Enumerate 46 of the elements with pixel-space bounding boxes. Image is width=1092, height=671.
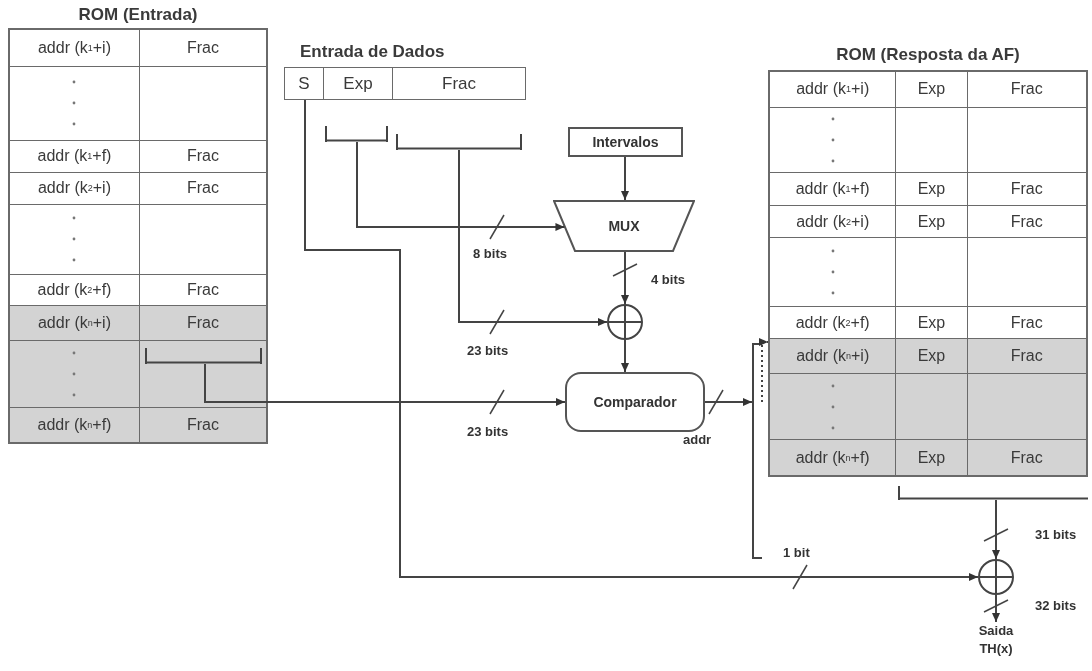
- adder-circle: [607, 304, 643, 340]
- edge-label: 1 bit: [782, 545, 811, 560]
- table-cell: Frac: [139, 306, 266, 341]
- interval-box: Intervalos: [568, 127, 683, 157]
- arrow: [356, 141, 566, 231]
- table-cell: Frac: [139, 408, 266, 442]
- arrow: [621, 339, 629, 373]
- edge-label: 32 bits: [1034, 598, 1078, 613]
- format-title: Entrada de Dados: [299, 41, 446, 63]
- edge-label: 23 bits: [466, 343, 510, 358]
- table-cell: Exp: [896, 306, 968, 340]
- bracket-bar: [898, 486, 1088, 500]
- bracket-bar: [396, 134, 522, 150]
- bit-field: Frac: [392, 67, 526, 100]
- arrow: [992, 594, 1000, 623]
- comparator-block: Comparador: [565, 372, 705, 432]
- bit-field: S: [284, 67, 324, 100]
- arrow: [458, 149, 608, 326]
- arrow: [204, 363, 566, 406]
- edge-label: addr: [682, 432, 713, 447]
- arrow: [704, 398, 753, 406]
- bracket-bar: [145, 348, 262, 364]
- bit-field: Exp: [323, 67, 393, 100]
- table-cell: Exp: [896, 72, 968, 108]
- table-cell: Frac: [967, 440, 1086, 475]
- arrow: [621, 251, 629, 305]
- arrow: [992, 499, 1000, 560]
- edge-label: 23 bits: [466, 424, 510, 439]
- multiplexer-block: MUX: [553, 200, 695, 252]
- edge-label: 31 bits: [1034, 527, 1078, 542]
- arrow: [759, 338, 769, 403]
- adder-circle: [978, 559, 1014, 595]
- table-title: ROM (Entrada): [77, 4, 199, 26]
- arrow: [304, 99, 979, 581]
- arrow: [621, 156, 629, 201]
- table-cell: Exp: [896, 440, 968, 475]
- table-title: ROM (Resposta da AF): [835, 44, 1021, 66]
- bracket-bar: [752, 343, 762, 559]
- output-label: Saida TH(x): [962, 622, 1030, 666]
- edge-label: 4 bits: [650, 272, 686, 287]
- edge-label: 8 bits: [472, 246, 508, 261]
- bracket-bar: [325, 126, 388, 142]
- table-cell: Exp: [896, 205, 968, 239]
- table-cell: Frac: [967, 339, 1086, 374]
- table-cell: Exp: [896, 339, 968, 374]
- table-cell: Exp: [896, 173, 968, 206]
